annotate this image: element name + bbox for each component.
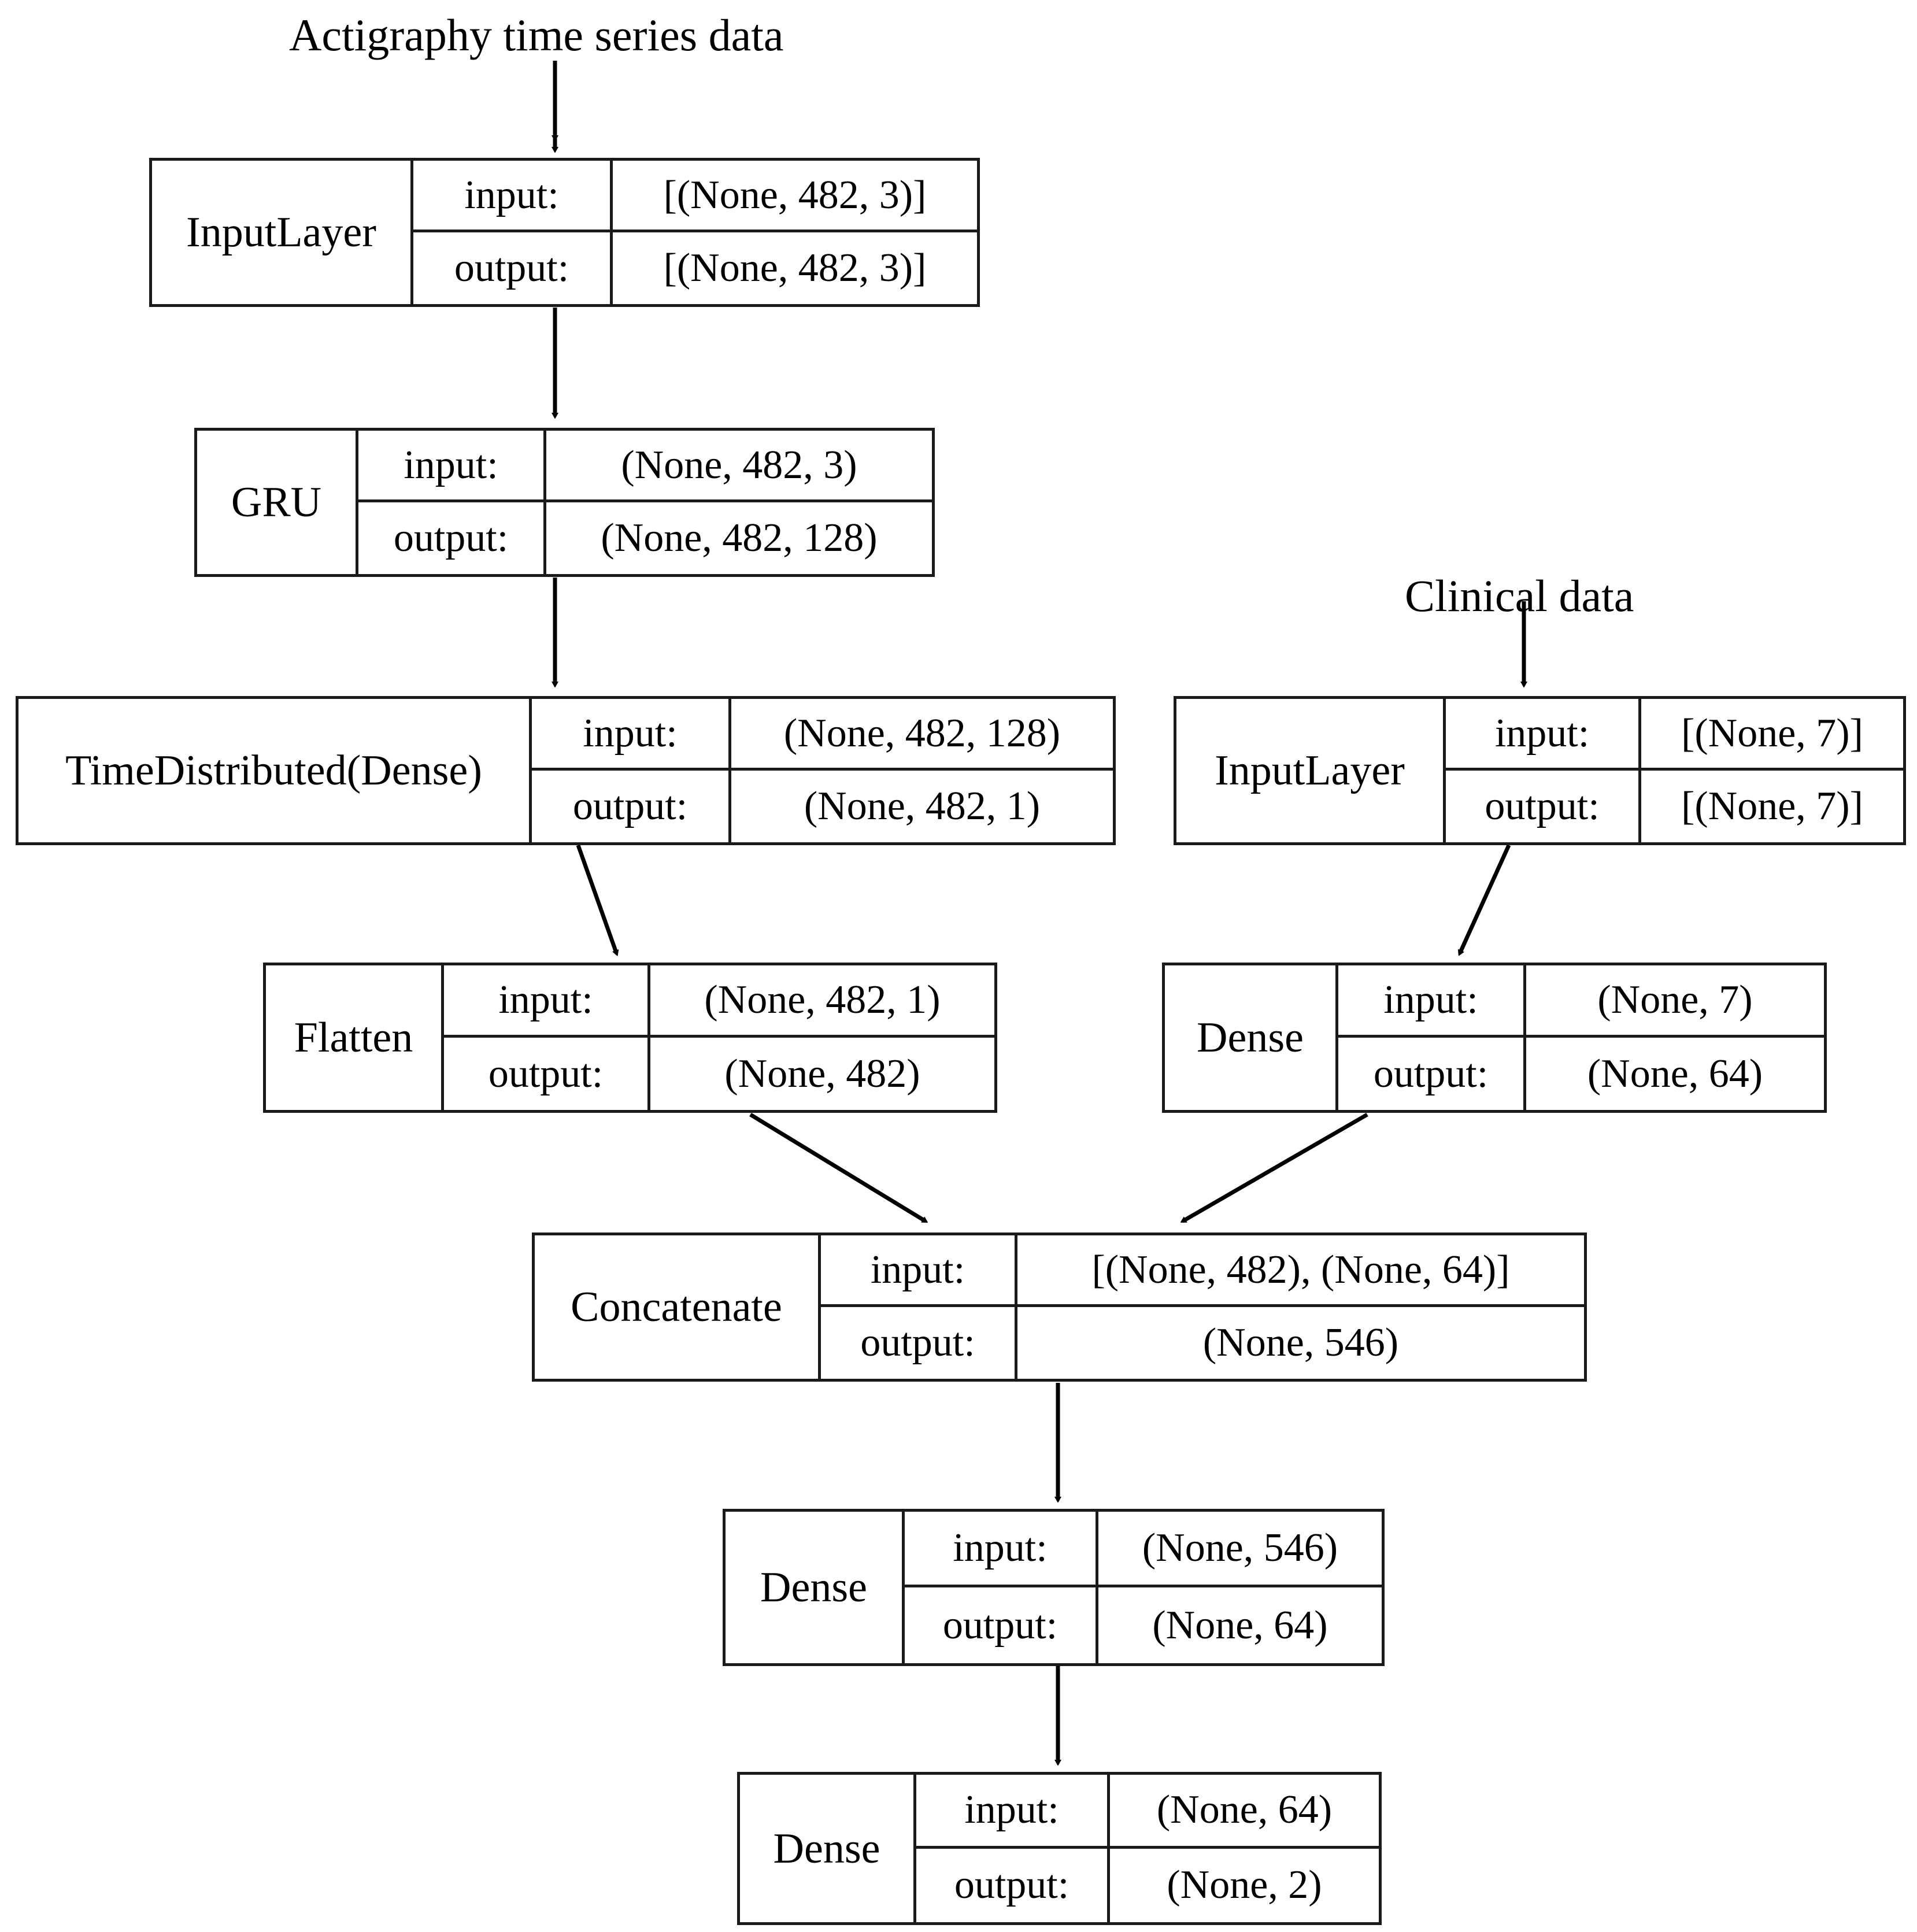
caption-clinical: Clinical data (1405, 571, 1634, 621)
io-label-input: input: (532, 699, 731, 768)
node-io-table: input: (None, 482, 128) output: (None, 4… (532, 699, 1113, 842)
io-shape-input: [(None, 482, 3)] (663, 172, 927, 217)
node-io-row-input: input: (None, 546) (905, 1512, 1382, 1587)
io-shape-output: [(None, 482, 3)] (663, 246, 927, 290)
node-io-table: input: [(None, 482), (None, 64)] output:… (821, 1235, 1584, 1379)
io-shape-output: (None, 2) (1167, 1863, 1322, 1908)
node-io-row-input: input: (None, 482, 128) (532, 699, 1113, 771)
io-shape-input: [(None, 482), (None, 64)] (1091, 1247, 1510, 1292)
node-io-row-output: output: (None, 64) (1338, 1038, 1824, 1110)
io-label-output: output: (905, 1587, 1098, 1663)
edge-denseclinical-to-concatenate (1185, 1112, 1368, 1220)
node-name: Dense (740, 1775, 916, 1922)
io-label-output: output: (444, 1038, 650, 1110)
io-shape-input: (None, 482, 3) (621, 442, 857, 487)
io-label-input: input: (821, 1235, 1017, 1304)
io-shape-input: (None, 64) (1156, 1787, 1333, 1833)
io-label-output: output: (1338, 1038, 1526, 1110)
node-dense-hidden[interactable]: Dense input: (None, 546) output: (None, … (723, 1509, 1385, 1666)
node-io-row-input: input: (None, 482, 3) (358, 431, 932, 502)
node-io-table: input: (None, 64) output: (None, 2) (916, 1775, 1379, 1922)
io-label-output: output: (821, 1307, 1017, 1379)
node-name: Flatten (266, 965, 444, 1110)
io-shape-input: [(None, 7)] (1681, 710, 1863, 756)
node-io-table: input: (None, 7) output: (None, 64) (1338, 965, 1824, 1110)
io-label-input: input: (358, 431, 546, 499)
node-io-row-input: input: (None, 482, 1) (444, 965, 994, 1038)
node-input-layer-clinical[interactable]: InputLayer input: [(None, 7)] output: [(… (1174, 696, 1906, 845)
node-io-table: input: [(None, 482, 3)] output: [(None, … (413, 161, 977, 304)
node-io-row-input: input: [(None, 7)] (1446, 699, 1903, 771)
io-shape-input: (None, 7) (1597, 978, 1753, 1022)
node-name: Concatenate (535, 1235, 821, 1379)
node-name: InputLayer (1176, 699, 1446, 842)
caption-actigraphy: Actigraphy time series data (289, 10, 784, 60)
node-io-row-output: output: [(None, 482, 3)] (413, 232, 977, 304)
io-shape-output: (None, 546) (1202, 1320, 1399, 1365)
io-label-input: input: (905, 1512, 1098, 1585)
node-io-row-input: input: [(None, 482, 3)] (413, 161, 977, 232)
node-dense-output[interactable]: Dense input: (None, 64) output: (None, 2… (737, 1772, 1382, 1925)
io-shape-input: (None, 546) (1142, 1526, 1338, 1570)
node-gru[interactable]: GRU input: (None, 482, 3) output: (None,… (194, 428, 935, 577)
node-name: Dense (726, 1512, 905, 1663)
node-io-row-input: input: (None, 64) (916, 1775, 1379, 1849)
node-io-row-output: output: [(None, 7)] (1446, 771, 1903, 842)
node-io-row-output: output: (None, 2) (916, 1848, 1379, 1922)
io-label-input: input: (444, 965, 650, 1035)
node-io-table: input: (None, 482, 3) output: (None, 482… (358, 431, 932, 574)
io-shape-input: (None, 482, 128) (783, 710, 1061, 756)
io-shape-output: (None, 482, 1) (804, 784, 1041, 828)
node-io-row-output: output: (None, 482, 128) (358, 502, 932, 574)
node-name: TimeDistributed(Dense) (18, 699, 532, 842)
edge-flatten-to-concatenate (749, 1113, 923, 1220)
io-label-input: input: (916, 1775, 1110, 1846)
io-shape-output: (None, 64) (1587, 1051, 1763, 1096)
io-label-input: input: (413, 161, 613, 230)
io-shape-output: [(None, 7)] (1681, 784, 1863, 828)
node-name: GRU (197, 431, 358, 574)
io-label-output: output: (532, 771, 731, 842)
node-io-row-input: input: [(None, 482), (None, 64)] (821, 1235, 1584, 1307)
io-shape-output: (None, 64) (1152, 1602, 1328, 1648)
node-io-table: input: [(None, 7)] output: [(None, 7)] (1446, 699, 1903, 842)
node-io-row-input: input: (None, 7) (1338, 965, 1824, 1038)
node-flatten[interactable]: Flatten input: (None, 482, 1) output: (N… (263, 963, 997, 1113)
io-label-output: output: (358, 502, 546, 574)
node-input-layer-actigraphy[interactable]: InputLayer input: [(None, 482, 3)] outpu… (149, 158, 980, 307)
io-label-output: output: (1446, 771, 1641, 842)
node-io-row-output: output: (None, 482, 1) (532, 771, 1113, 842)
node-io-table: input: (None, 546) output: (None, 64) (905, 1512, 1382, 1663)
node-io-row-output: output: (None, 64) (905, 1587, 1382, 1663)
node-concatenate[interactable]: Concatenate input: [(None, 482), (None, … (532, 1233, 1587, 1382)
io-label-output: output: (413, 232, 613, 304)
edge-timedistributed-to-flatten (576, 844, 616, 951)
node-time-distributed-dense[interactable]: TimeDistributed(Dense) input: (None, 482… (16, 696, 1116, 845)
io-shape-output: (None, 482) (724, 1051, 920, 1096)
node-name: Dense (1165, 965, 1338, 1110)
edge-inputclinical-to-denseclinical (1461, 844, 1511, 951)
node-name: InputLayer (152, 161, 413, 304)
io-shape-output: (None, 482, 128) (601, 516, 878, 560)
node-io-table: input: (None, 482, 1) output: (None, 482… (444, 965, 994, 1110)
node-dense-clinical[interactable]: Dense input: (None, 7) output: (None, 64… (1162, 963, 1827, 1113)
io-label-input: input: (1338, 965, 1526, 1035)
io-label-output: output: (916, 1848, 1110, 1922)
node-io-row-output: output: (None, 482) (444, 1038, 994, 1110)
io-label-input: input: (1446, 699, 1641, 768)
io-shape-input: (None, 482, 1) (704, 978, 941, 1022)
node-io-row-output: output: (None, 546) (821, 1307, 1584, 1379)
